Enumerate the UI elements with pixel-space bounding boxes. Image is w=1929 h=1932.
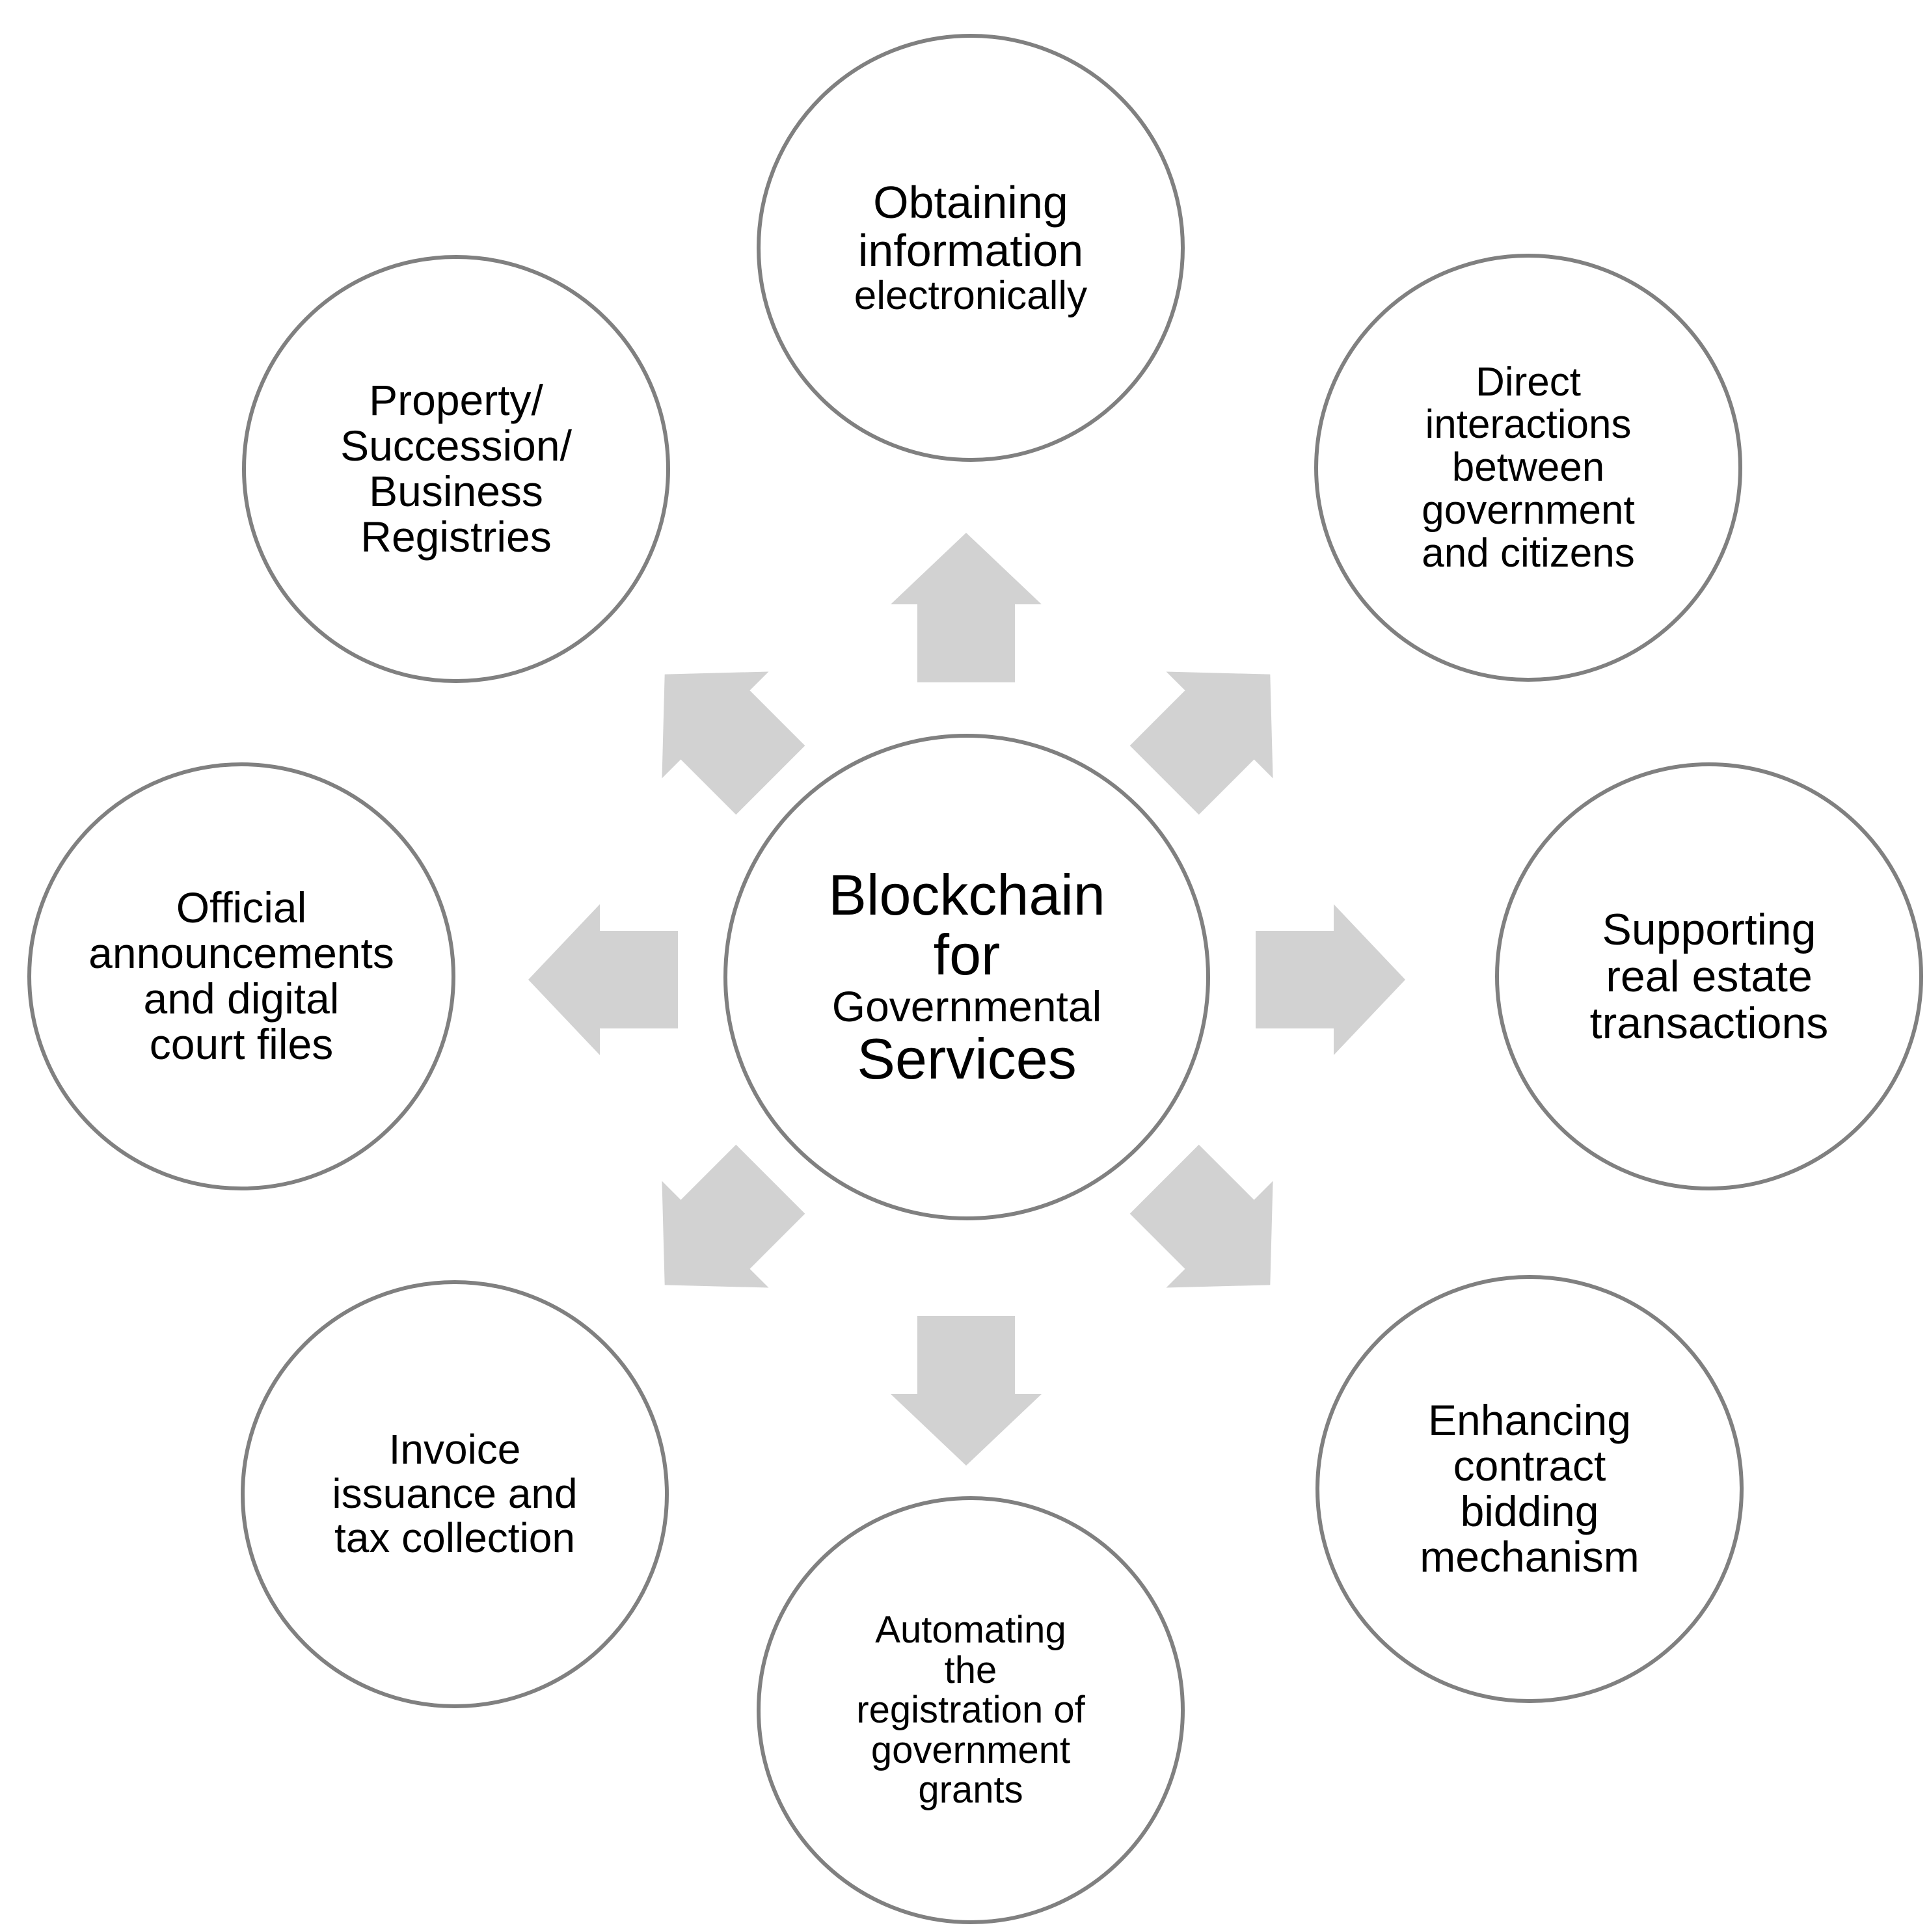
- center-node-blockchain-for-governmental-services[interactable]: Blockchain for Governmental Services: [723, 734, 1210, 1220]
- node-topright-line-5: and citizens: [1422, 530, 1635, 576]
- node-official-announcements-and-digital-court-files[interactable]: Official announcements and digital court…: [27, 762, 455, 1190]
- arrow-down-right-icon: [1111, 1126, 1324, 1339]
- node-left-line-1: Official: [176, 883, 307, 932]
- node-left-line-2: announcements: [88, 929, 394, 978]
- center-line-4: Services: [857, 1026, 1077, 1092]
- center-line-1: Blockchain: [828, 863, 1105, 928]
- node-botright-line-1: Enhancing: [1428, 1396, 1631, 1445]
- node-topleft-line-3: Business: [369, 467, 543, 515]
- node-bottom-line-2: the: [944, 1648, 997, 1691]
- node-top-line-3: electronically: [854, 273, 1088, 319]
- node-left-line-4: court files: [149, 1019, 334, 1068]
- node-right-line-3: transactions: [1589, 999, 1829, 1049]
- node-botright-line-4: mechanism: [1420, 1532, 1639, 1581]
- node-botleft-line-2: issuance and: [332, 1470, 578, 1518]
- node-automating-the-registration-of-government-grants[interactable]: Automating the registration of governmen…: [757, 1496, 1185, 1924]
- arrow-down-icon: [891, 1316, 1042, 1466]
- node-topright-line-2: interactions: [1425, 402, 1632, 448]
- node-direct-interactions-between-government-and-citizens[interactable]: Direct interactions between government a…: [1314, 254, 1742, 682]
- arrow-down-left-icon: [612, 1126, 824, 1339]
- node-top-line-2: information: [857, 225, 1084, 276]
- center-line-3: Governmental: [831, 982, 1102, 1031]
- node-obtaining-information-electronically[interactable]: Obtaining information electronically: [757, 34, 1185, 462]
- node-property-succession-business-registries[interactable]: Property/ Succession/ Business Registrie…: [242, 255, 670, 683]
- node-bottom-line-5: grants: [918, 1769, 1023, 1812]
- node-top-line-1: Obtaining: [873, 176, 1068, 228]
- node-bottom-line-4: government: [870, 1728, 1071, 1771]
- node-botright-line-3: bidding: [1460, 1487, 1599, 1535]
- arrow-up-right-icon: [1111, 621, 1324, 834]
- node-topright-line-4: government: [1422, 487, 1635, 533]
- node-supporting-real-estate-transactions[interactable]: Supporting real estate transactions: [1495, 762, 1923, 1190]
- node-right-line-1: Supporting: [1602, 904, 1816, 954]
- node-topleft-line-1: Property/: [369, 376, 543, 425]
- node-topright-line-3: between: [1451, 445, 1605, 490]
- center-line-2: for: [933, 922, 1001, 987]
- node-enhancing-contract-bidding-mechanism[interactable]: Enhancing contract bidding mechanism: [1315, 1275, 1744, 1703]
- node-topright-line-1: Direct: [1476, 359, 1581, 405]
- node-topleft-line-2: Succession/: [340, 422, 572, 470]
- node-topleft-line-4: Registries: [360, 512, 552, 561]
- node-left-line-3: and digital: [143, 974, 340, 1023]
- node-invoice-issuance-and-tax-collection[interactable]: Invoice issuance and tax collection: [241, 1280, 669, 1708]
- node-botleft-line-1: Invoice: [388, 1426, 521, 1473]
- arrow-up-icon: [891, 533, 1042, 682]
- node-right-line-2: real estate: [1606, 951, 1813, 1001]
- arrow-up-left-icon: [612, 621, 824, 834]
- node-bottom-line-1: Automating: [875, 1609, 1066, 1652]
- node-bottom-line-3: registration of: [856, 1689, 1085, 1732]
- node-botleft-line-3: tax collection: [334, 1514, 575, 1561]
- node-botright-line-2: contract: [1453, 1442, 1606, 1490]
- arrow-right-icon: [1256, 904, 1405, 1055]
- arrow-left-icon: [528, 904, 678, 1055]
